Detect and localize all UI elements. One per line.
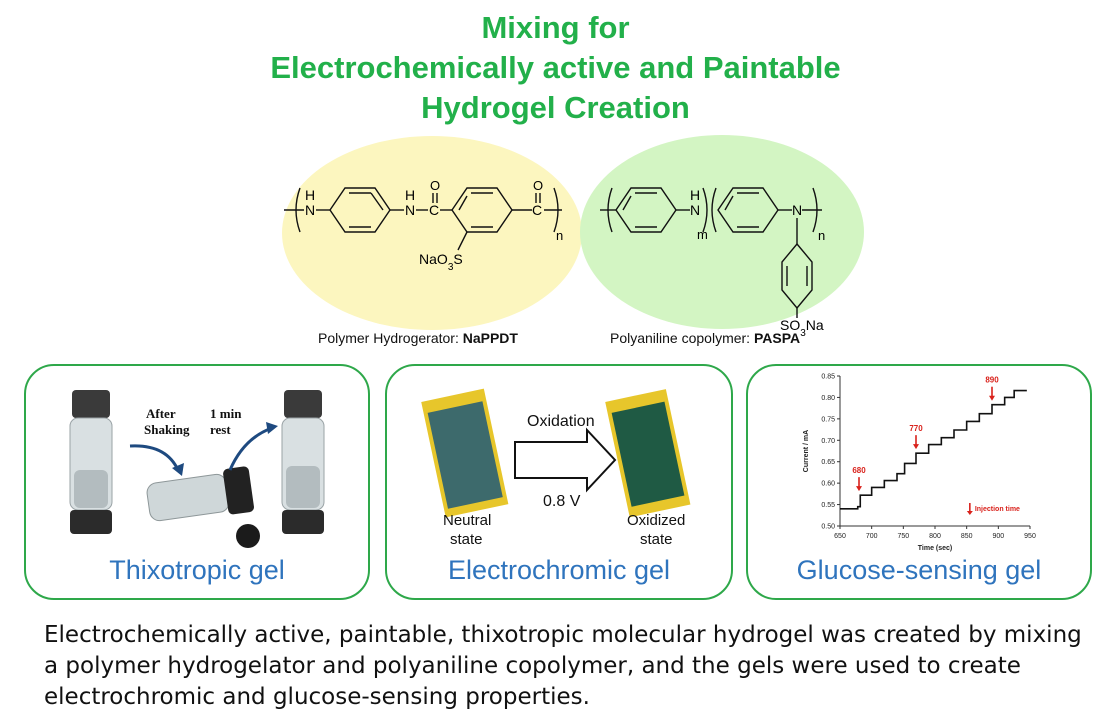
napdt-name: NaPPDT (462, 330, 518, 346)
y-tick-label: 0.85 (821, 374, 835, 381)
paspa-caption-prefix: Polyaniline copolymer: (610, 330, 754, 346)
y-tick-label: 0.70 (821, 438, 835, 445)
injection-arrow-head (913, 444, 919, 450)
paspa-subscript-n: n (818, 228, 825, 243)
injection-arrow-head (989, 395, 995, 401)
summary-caption: Electrochemically active, paintable, thi… (44, 622, 1082, 710)
vial-center (146, 466, 254, 522)
oxidation-label: Oxidation (527, 413, 595, 430)
paspa-substituent: SO3Na (780, 317, 824, 339)
electrochromic-title: Electrochromic gel (447, 555, 671, 585)
paspa-caption: Polyaniline copolymer: PASPA (610, 330, 800, 346)
paspa-n1: N (690, 202, 700, 218)
napdt-background (282, 136, 582, 330)
napdt-caption-prefix: Polymer Hydrogerator: (318, 330, 463, 346)
y-tick-label: 0.55 (821, 502, 835, 509)
label-shaking: Shaking (144, 422, 190, 437)
arrow-rest-head (266, 422, 278, 434)
x-tick-label: 700 (866, 533, 878, 540)
napdt-c-mid: C (429, 202, 439, 218)
napdt-substituent: NaO3S (419, 251, 463, 273)
y-axis-title: Current / mA (803, 430, 810, 472)
arrow-shaking (129, 444, 180, 471)
x-tick-label: 650 (834, 533, 846, 540)
y-tick-label: 0.60 (821, 481, 835, 488)
injection-annotation: 890 (985, 376, 999, 385)
legend-label: Injection time (975, 506, 1020, 513)
vial-left (69, 390, 113, 534)
title-line-2: Electrochemically active and Paintable (270, 50, 841, 85)
x-tick-label: 750 (897, 533, 909, 540)
electrochromic-illustration: Oxidation 0.8 V Neutral state Oxidized s… (421, 388, 691, 548)
x-tick-label: 850 (961, 533, 973, 540)
injection-annotation: 770 (909, 424, 923, 433)
paspa-name: PASPA (753, 330, 801, 346)
label-after: After (146, 406, 176, 421)
paspa-subscript-m: m (697, 227, 708, 242)
title-line-3: Hydrogel Creation (421, 90, 690, 125)
oxidized-electrode (605, 389, 691, 518)
y-tick-label: 0.75 (821, 416, 835, 423)
electrochromic-panel: Oxidation 0.8 V Neutral state Oxidized s… (385, 364, 733, 600)
x-tick-label: 900 (992, 533, 1004, 540)
oxidized-label-1: Oxidized (627, 512, 685, 529)
thixotropic-title: Thixotropic gel (109, 555, 285, 585)
napdt-o-right: O (533, 178, 543, 193)
label-1min: 1 min (210, 406, 242, 421)
napdt-n-mid: N (405, 202, 415, 218)
arrow-rest (228, 426, 273, 471)
glucose-title: Glucose-sensing gel (796, 555, 1042, 585)
napdt-subscript-n: n (556, 228, 563, 243)
title-line-1: Mixing for (481, 10, 630, 45)
y-tick-label: 0.65 (821, 459, 835, 466)
napdt-n-left: N (305, 202, 315, 218)
injection-arrow-head (856, 486, 862, 492)
thixotropic-illustration: After Shaking 1 min rest 2/1 (69, 390, 325, 548)
oxidation-arrow (514, 427, 617, 493)
napdt-c-right: C (532, 202, 542, 218)
x-axis-title: Time (sec) (918, 545, 953, 552)
vial-cap (236, 524, 260, 548)
paspa-h1: H (690, 187, 700, 203)
napdt-o-mid: O (430, 178, 440, 193)
napdt-h-left: H (305, 187, 315, 203)
neutral-label-2: state (450, 531, 483, 548)
napdt-h-mid: H (405, 187, 415, 203)
arrow-shaking-head (172, 463, 184, 476)
label-ratio: 2/1 (212, 524, 230, 539)
y-tick-label: 0.50 (821, 524, 835, 531)
napdt-caption: Polymer Hydrogerator: NaPPDT (318, 330, 518, 346)
vial-right (281, 390, 325, 534)
oxidized-label-2: state (640, 531, 673, 548)
current-step-line (840, 389, 1027, 510)
thixotropic-panel: After Shaking 1 min rest 2/1 Thixotropic… (24, 364, 370, 600)
neutral-electrode (421, 388, 509, 518)
x-tick-label: 800 (929, 533, 941, 540)
x-tick-label: 950 (1024, 533, 1036, 540)
voltage-label: 0.8 V (543, 493, 581, 510)
injection-annotation: 680 (852, 466, 866, 475)
paspa-background (580, 135, 864, 329)
glucose-panel: 650 700 750 800 850 900 950 0.50 0.55 0.60 0.65 0.7… (746, 364, 1092, 600)
paspa-structure (600, 187, 822, 318)
legend-arrow-head (966, 511, 973, 515)
napdt-structure (284, 187, 562, 251)
paspa-n2: N (792, 202, 802, 218)
neutral-label-1: Neutral (443, 512, 491, 529)
y-tick-label: 0.80 (821, 395, 835, 402)
glucose-chart: 650 700 750 800 850 900 950 0.50 0.55 0.60 0.65 0.7… (803, 374, 1036, 553)
chemical-structures: N H N H C O C O n NaO3S N H m N n SO3Na (282, 135, 864, 339)
label-rest: rest (210, 422, 231, 437)
